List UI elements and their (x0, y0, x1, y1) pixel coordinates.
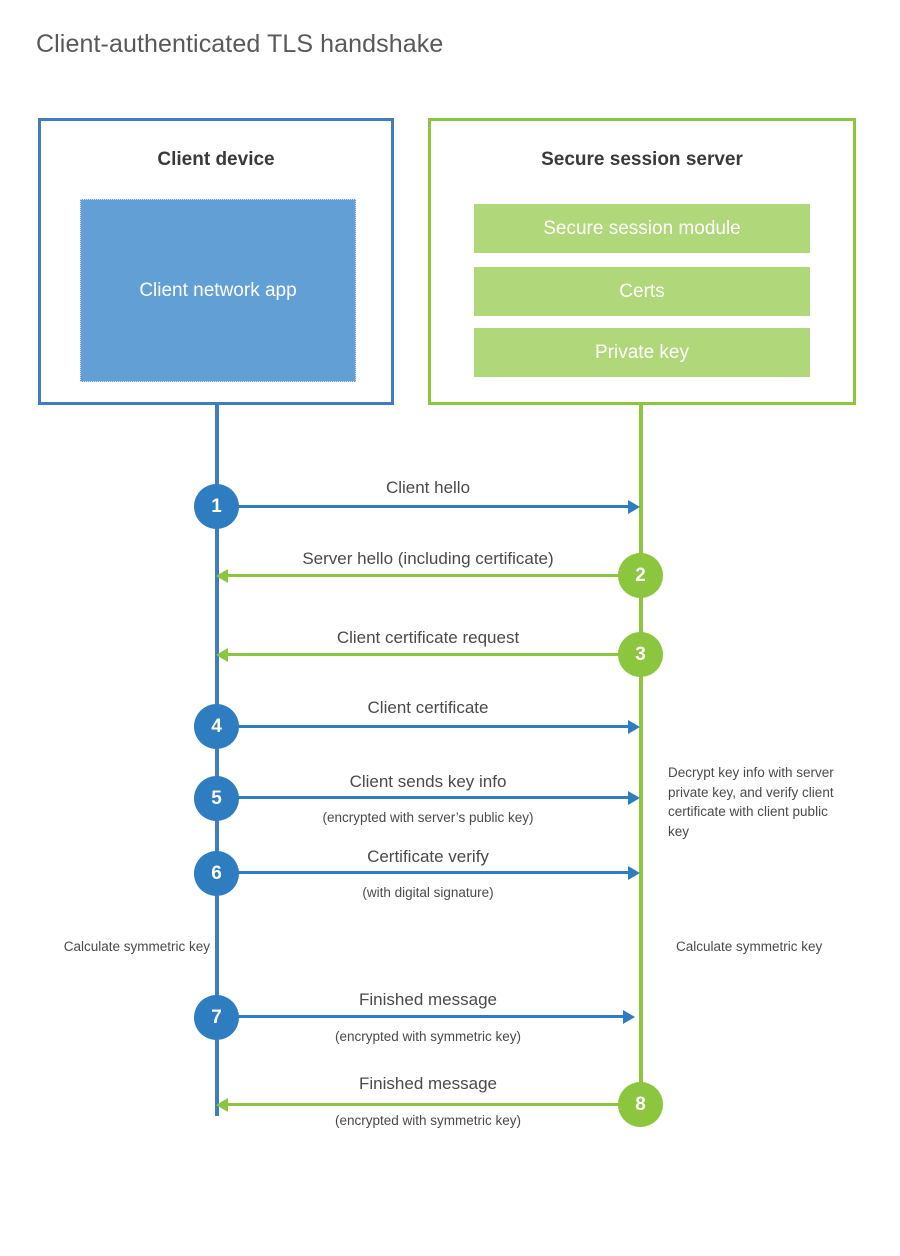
step-6-arrow-head-icon (628, 866, 640, 880)
step-8-arrow-head-icon (216, 1098, 228, 1112)
client-device-box: Client device Client network app (38, 118, 394, 405)
server-block-secure-session-module: Secure session module (474, 204, 810, 253)
step-5-label: Client sends key info (349, 772, 507, 791)
step-6-sublabel: (with digital signature) (362, 885, 494, 900)
step-5-arrow-head-icon (628, 791, 640, 805)
server-block-private-key: Private key (474, 328, 810, 377)
step-6-circle: 6 (194, 851, 239, 896)
step-4-label: Client certificate (367, 698, 489, 717)
step-1-arrow-head-icon (628, 500, 640, 514)
step-1-circle: 1 (194, 484, 239, 529)
server-block-certs: Certs (474, 267, 810, 316)
step-7-arrow-line (218, 1015, 623, 1018)
secure-session-server-title: Secure session server (541, 149, 743, 170)
step-8-arrow-line (228, 1103, 641, 1106)
step-4-arrow-line (218, 725, 628, 728)
step-4-arrow-head-icon (628, 720, 640, 734)
server-calculate-symmetric-key-note: Calculate symmetric key (676, 939, 823, 954)
step-3-arrow-line (228, 653, 641, 656)
server-lifeline (639, 405, 643, 1105)
step-3-label: Client certificate request (336, 628, 520, 647)
step-7-circle: 7 (194, 995, 239, 1040)
step-8-sublabel: (encrypted with symmetric key) (334, 1113, 522, 1128)
step-3-arrow-head-icon (216, 648, 228, 662)
step-2-arrow-head-icon (216, 569, 228, 583)
client-network-app-block: Client network app (80, 199, 356, 382)
step-3-circle: 3 (618, 632, 663, 677)
step-5-sublabel: (encrypted with server’s public key) (322, 810, 534, 825)
step-6-arrow-line (218, 871, 628, 874)
step-8-circle: 8 (618, 1082, 663, 1127)
step-1-arrow-line (218, 505, 628, 508)
step-5-arrow-line (218, 796, 628, 799)
client-lifeline (215, 405, 219, 1116)
step-5-circle: 5 (194, 776, 239, 821)
step-7-label: Finished message (359, 990, 497, 1009)
step-2-circle: 2 (618, 553, 663, 598)
step-8-label: Finished message (359, 1074, 497, 1093)
step-4-circle: 4 (194, 704, 239, 749)
step-2-arrow-line (228, 574, 641, 577)
step-7-arrow-head-icon (623, 1010, 635, 1024)
client-calculate-symmetric-key-note: Calculate symmetric key (63, 939, 210, 954)
client-device-title: Client device (157, 149, 275, 170)
step-1-label: Client hello (385, 478, 471, 497)
step-6-label: Certificate verify (367, 847, 489, 866)
server-decrypt-note: Decrypt key info with server private key… (668, 765, 834, 839)
page-title: Client-authenticated TLS handshake (36, 30, 444, 58)
secure-session-server-box: Secure session server Secure session mod… (428, 118, 856, 405)
step-7-sublabel: (encrypted with symmetric key) (334, 1029, 522, 1044)
step-2-label: Server hello (including certificate) (302, 549, 554, 568)
